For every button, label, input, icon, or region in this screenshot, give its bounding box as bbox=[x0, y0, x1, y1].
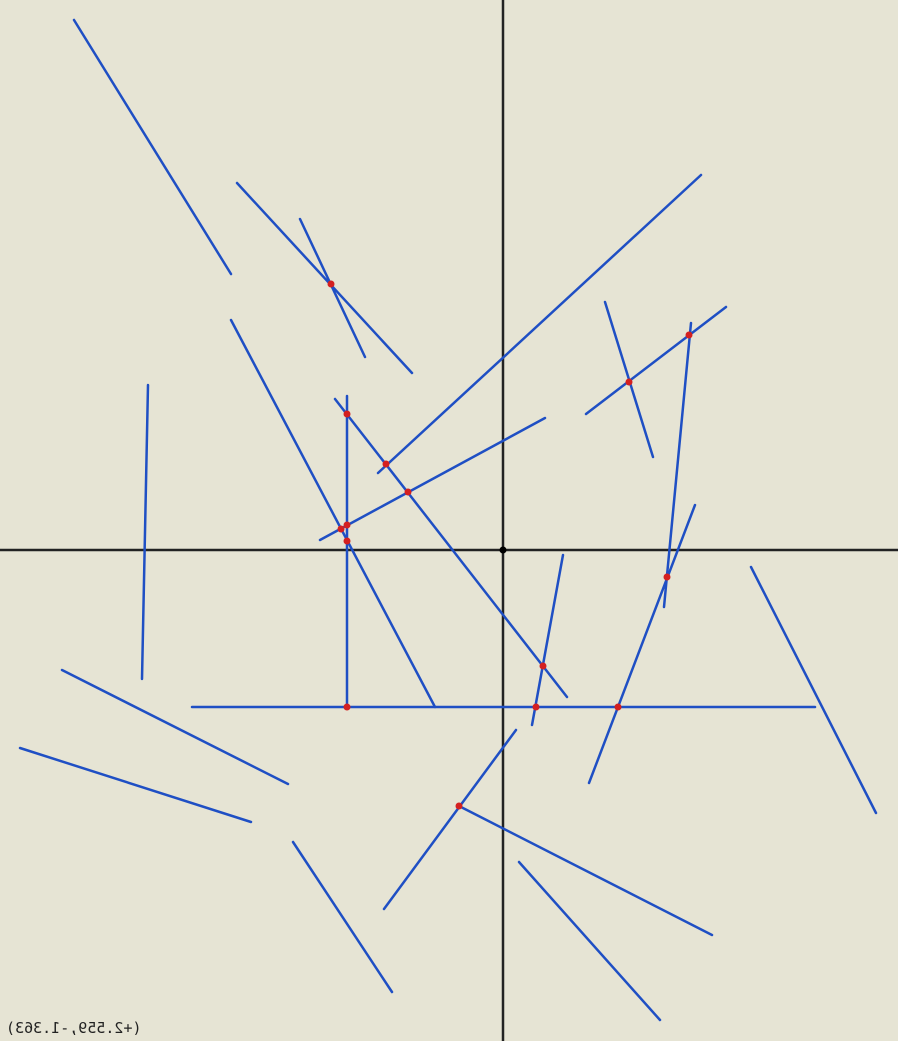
intersection-point[interactable] bbox=[337, 525, 345, 533]
segment[interactable] bbox=[587, 503, 697, 785]
intersection-point[interactable] bbox=[455, 802, 463, 810]
origin-point bbox=[499, 546, 507, 554]
intersection-point[interactable] bbox=[539, 662, 547, 670]
intersection-point[interactable] bbox=[343, 521, 351, 529]
segment[interactable] bbox=[333, 397, 569, 699]
segment[interactable] bbox=[530, 553, 565, 727]
intersection-point[interactable] bbox=[625, 378, 633, 386]
intersection-point[interactable] bbox=[343, 703, 351, 711]
intersection-point[interactable] bbox=[343, 410, 351, 418]
intersection-point[interactable] bbox=[404, 488, 412, 496]
segment[interactable] bbox=[517, 860, 662, 1022]
intersection-point[interactable] bbox=[614, 703, 622, 711]
intersection-points-group bbox=[327, 280, 693, 810]
intersection-point[interactable] bbox=[382, 460, 390, 468]
segment[interactable] bbox=[382, 728, 518, 911]
segment[interactable] bbox=[229, 318, 437, 709]
intersection-point[interactable] bbox=[532, 703, 540, 711]
segment[interactable] bbox=[18, 746, 253, 824]
coordinate-readout: (+2.559,-1.363) bbox=[6, 1019, 142, 1037]
segment[interactable] bbox=[376, 173, 703, 475]
segment[interactable] bbox=[140, 383, 150, 681]
intersection-point[interactable] bbox=[343, 537, 351, 545]
intersection-point[interactable] bbox=[663, 573, 671, 581]
segment[interactable] bbox=[318, 416, 547, 542]
segment[interactable] bbox=[235, 181, 414, 375]
segment[interactable] bbox=[60, 668, 290, 786]
segment[interactable] bbox=[584, 305, 728, 416]
segment[interactable] bbox=[298, 217, 367, 359]
segment[interactable] bbox=[72, 18, 233, 276]
intersection-point[interactable] bbox=[327, 280, 335, 288]
segment[interactable] bbox=[662, 321, 693, 609]
intersection-point[interactable] bbox=[685, 331, 693, 339]
segment[interactable] bbox=[749, 565, 878, 815]
segment[interactable] bbox=[457, 804, 714, 937]
segment[interactable] bbox=[291, 840, 394, 994]
